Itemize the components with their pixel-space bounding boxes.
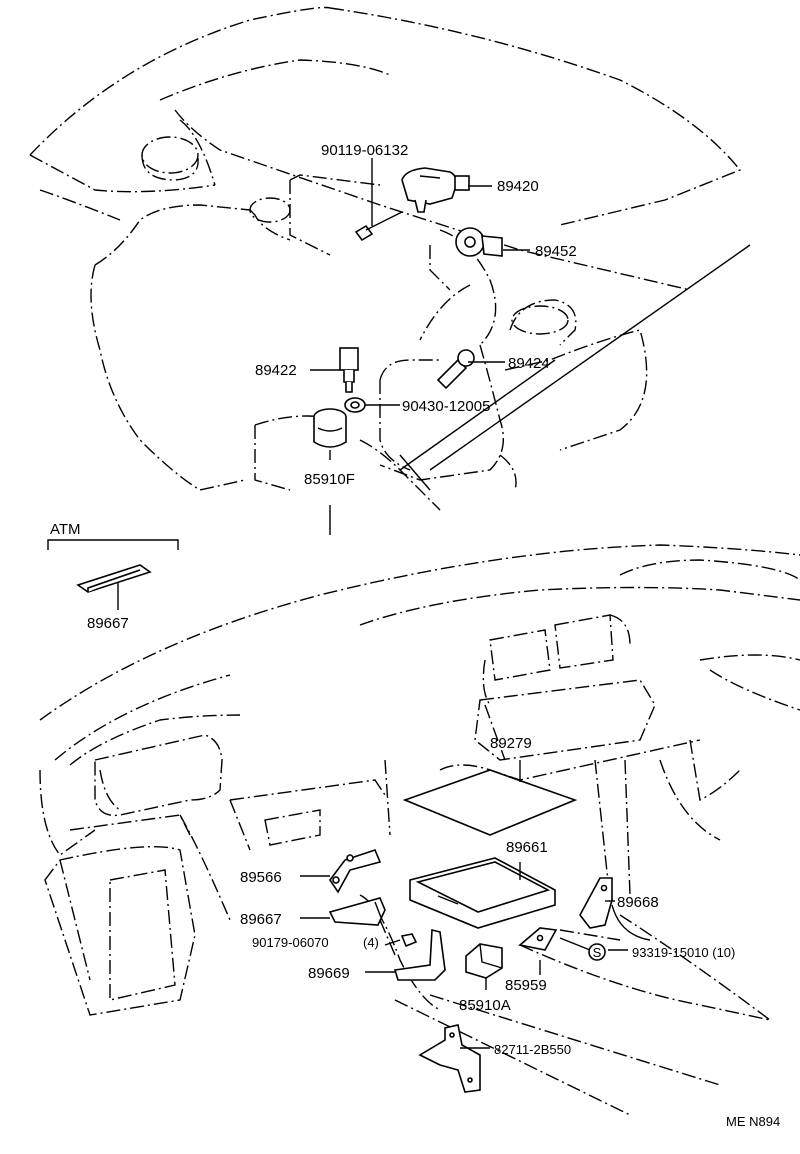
label-85910F: 85910F	[304, 471, 355, 488]
label-89668: 89668	[617, 894, 659, 911]
label-89667-atm: 89667	[87, 615, 129, 632]
sensor-85910F-icon	[313, 408, 347, 460]
nut-90179-icon	[400, 933, 418, 948]
bracket-89668-icon	[579, 877, 613, 929]
label-89420: 89420	[497, 178, 539, 195]
label-89669: 89669	[308, 965, 350, 982]
bracket-82711-icon	[418, 1024, 481, 1093]
label-90119-06132: 90119-06132	[321, 142, 408, 159]
ecu-89661-icon	[409, 857, 556, 929]
bracket-85959-icon	[518, 927, 558, 951]
gasket-90430-icon	[344, 397, 366, 413]
footer-code: ME N894	[726, 1114, 780, 1129]
label-89566: 89566	[240, 869, 282, 886]
bolt-90119-icon	[354, 211, 403, 242]
label-85959: 85959	[505, 977, 547, 994]
bracket-89667-icon	[328, 897, 386, 926]
label-90430-12005: 90430-12005	[402, 398, 490, 415]
label-89424: 89424	[508, 355, 550, 372]
sensor-89452-icon	[455, 227, 503, 257]
atm-group-bracket	[47, 539, 179, 610]
s-mark-icon: S	[588, 943, 606, 961]
leader-lines-upper	[310, 158, 530, 535]
engine-bay-outline	[29, 6, 751, 511]
label-89661: 89661	[506, 839, 548, 856]
cover-89279-icon	[402, 760, 578, 836]
label-89279: 89279	[490, 735, 532, 752]
dashboard-outline	[39, 544, 800, 1116]
label-89667: 89667	[240, 911, 282, 928]
label-82711-2B550: 82711-2B550	[494, 1042, 571, 1057]
label-85910A: 85910A	[459, 997, 511, 1014]
sensor-89422-icon	[339, 347, 359, 393]
sensor-85910A-icon	[465, 943, 503, 990]
s-mark-text: S	[593, 945, 602, 960]
label-93319-15010: 93319-15010 (10)	[632, 945, 735, 960]
label-atm: ATM	[50, 521, 81, 538]
sensor-89420-icon	[401, 167, 470, 213]
bracket-89669-icon	[393, 928, 446, 981]
bracket-89566-icon	[329, 849, 382, 894]
part-labels: 90119-06132 89420 89452 89422 89424 9043…	[50, 142, 780, 1129]
label-90179-qty: (4)	[363, 935, 379, 950]
leader-lines-lower	[300, 875, 651, 1049]
label-89422: 89422	[255, 362, 297, 379]
sensor-89424-icon	[436, 349, 475, 390]
label-90179-06070: 90179-06070	[252, 935, 329, 950]
label-89452: 89452	[535, 243, 577, 260]
